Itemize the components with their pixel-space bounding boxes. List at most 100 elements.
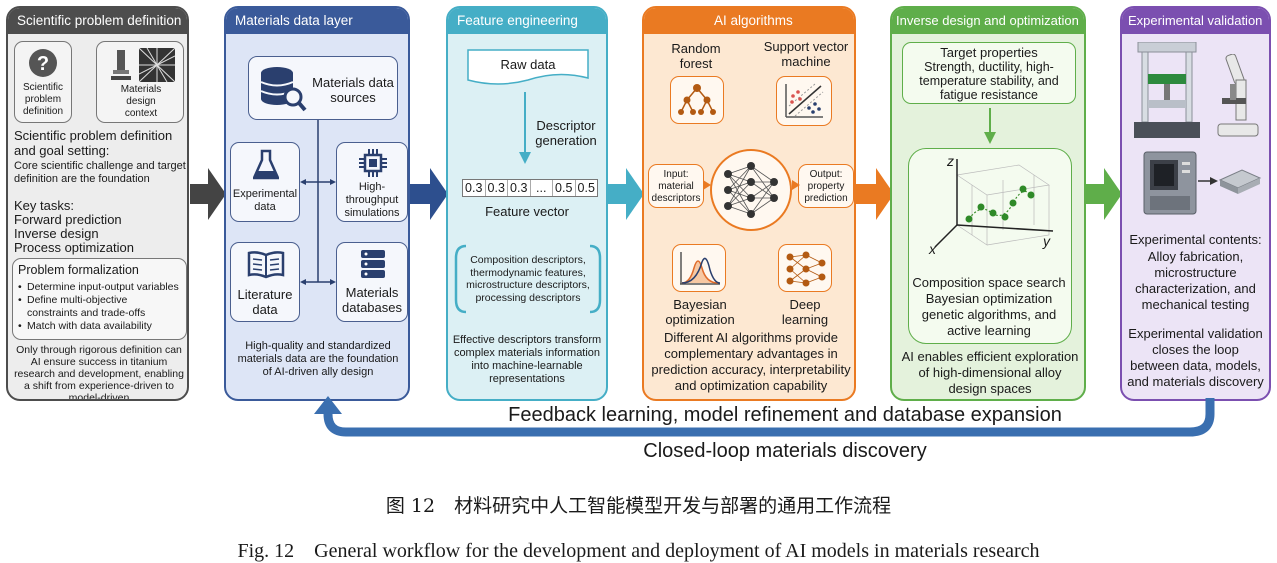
- task-inverse: Inverse design: [14, 226, 99, 241]
- formalization-item: Match with data availability: [18, 320, 181, 333]
- target-properties-box: Target properties Strength, ductility, h…: [902, 42, 1076, 104]
- pointer-arrow: [1198, 177, 1218, 185]
- design-space-box: z x y Composition space search Bayesian …: [908, 148, 1072, 344]
- feature-footer: Effective descriptors transform complex …: [452, 334, 602, 385]
- bayesian-label: Bayesian optimization: [665, 297, 735, 327]
- feature-vector-label: Feature vector: [485, 204, 569, 219]
- book-icon: [247, 251, 285, 279]
- svm-label: Support vector machine: [763, 39, 849, 69]
- feedback-label: Feedback learning, model refinement and …: [508, 404, 1062, 426]
- caption-chinese: 图 12 材料研究中人工智能模型开发与部署的通用工作流程: [385, 495, 892, 517]
- inverse-footer: AI enables efficient exploration of high…: [901, 349, 1079, 396]
- task-process: Process optimization: [14, 240, 134, 255]
- chip-icon: [359, 149, 387, 177]
- contents-text: Alloy fabrication, microstructure charac…: [1135, 249, 1256, 312]
- random-forest-label: Random forest: [671, 41, 721, 71]
- formalization-item: Define multi-objective constraints and t…: [18, 294, 181, 320]
- neural-network-icon: [710, 149, 792, 231]
- panel-feature-engineering: Feature engineering Raw data Descriptor …: [446, 6, 608, 401]
- data-sources-box: Materials data sources: [248, 56, 398, 120]
- vector-cell: 0.5: [577, 181, 595, 195]
- target-text: Strength, ductility, high-temperature st…: [919, 60, 1059, 102]
- design-space-plot: [934, 159, 1054, 248]
- furnace-icon: [1143, 151, 1197, 215]
- flow-arrow-4: [856, 168, 894, 220]
- data-sources-label: Materials data sources: [312, 75, 394, 105]
- flask-icon: [253, 149, 279, 180]
- scatter-icon: [785, 83, 824, 118]
- panel-problem-definition: Scientific problem definition ? Scientif…: [6, 6, 189, 401]
- microscope-icon: [1217, 54, 1259, 137]
- problem-icon-label: Scientific problem definition: [22, 82, 64, 117]
- vector-cell: ...: [531, 180, 553, 196]
- output-box: Output: property prediction: [798, 164, 854, 208]
- context-icon-box: Materials design context: [96, 41, 184, 123]
- panel-header: Feature engineering: [448, 8, 606, 34]
- problem-footer: Only through rigorous definition can AI …: [14, 344, 184, 401]
- databases-box: Materials databases: [336, 242, 408, 322]
- methods-text: Composition space search Bayesian optimi…: [912, 275, 1066, 338]
- input-label: Input: material descriptors: [651, 169, 701, 204]
- svg-text:?: ?: [37, 53, 49, 75]
- panel-header: Inverse design and optimization: [892, 8, 1084, 34]
- flow-arrow-3: [606, 168, 644, 220]
- axis-z-label: z: [947, 153, 954, 169]
- goal-text: Core scientific challenge and target def…: [14, 160, 186, 185]
- distribution-icon: [680, 252, 721, 285]
- feedback-loop-arrow: [314, 396, 1215, 437]
- microstructure-icon: [139, 48, 175, 82]
- microscope-icon: [111, 50, 131, 80]
- vector-cell: 0.3: [463, 180, 486, 196]
- experimental-data-box: Experimental data: [230, 142, 300, 222]
- svm-box: [776, 76, 832, 126]
- panel-data-layer: Materials data layer Materials data sour…: [224, 6, 410, 401]
- formalization-item: Determine input-output variables: [18, 281, 181, 294]
- flow-arrow-1: [190, 168, 226, 220]
- testing-machine-icon: [1134, 42, 1200, 138]
- simulations-label: High-throughput simulations: [344, 181, 400, 219]
- question-icon: ?: [29, 49, 57, 77]
- input-box: Input: material descriptors: [648, 164, 704, 208]
- exp-footer: Experimental validation closes the loop …: [1127, 326, 1264, 389]
- ai-footer: Different AI algorithms provide compleme…: [651, 330, 851, 393]
- panel-header: AI algorithms: [644, 8, 854, 34]
- output-label: Output: property prediction: [804, 169, 848, 204]
- random-forest-box: [670, 76, 724, 124]
- flow-arrow-5: [1086, 168, 1122, 220]
- axis-y-label: y: [1043, 233, 1050, 249]
- vector-cell: 0.5: [553, 180, 576, 196]
- vector-cell: 0.3: [486, 180, 508, 196]
- goal-title: Scientific problem definition and goal s…: [14, 128, 173, 158]
- descriptor-arrow: [519, 92, 531, 164]
- data-connectors: [300, 120, 336, 285]
- tree-icon: [678, 84, 716, 115]
- flow-arrow-2: [410, 168, 448, 220]
- deep-learning-box: [778, 244, 832, 292]
- descriptor-generation-label: Descriptor generation: [535, 118, 597, 148]
- databases-label: Materials databases: [342, 285, 402, 315]
- link-arrow: [703, 180, 711, 190]
- caption-english: Fig. 12 General workflow for the develop…: [237, 540, 1040, 562]
- data-footer: High-quality and standardized materials …: [237, 340, 399, 378]
- contents-title: Experimental contents:: [1129, 232, 1262, 247]
- descriptor-bracket: [454, 244, 602, 314]
- experimental-data-label: Experimental data: [232, 188, 298, 213]
- raw-data-label: Raw data: [500, 57, 556, 72]
- context-icon-label: Materials design context: [120, 84, 162, 119]
- panel-inverse-design: Inverse design and optimization Target p…: [890, 6, 1086, 401]
- descriptor-list: Composition descriptors, thermodynamic f…: [466, 254, 590, 304]
- panel-ai-algorithms: AI algorithms Random forest Support vect…: [642, 6, 856, 401]
- feature-vector: 0.3 0.3 0.3 ... 0.5 0.5: [462, 179, 598, 197]
- bayesian-box: [672, 244, 726, 292]
- vector-cell: 0.3: [508, 180, 531, 196]
- panel-experimental-validation: Experimental validation Experimental con…: [1120, 6, 1271, 401]
- link-arrow: [792, 180, 800, 190]
- alloy-sample-icon: [1218, 169, 1262, 194]
- simulations-box: High-throughput simulations: [336, 142, 408, 222]
- server-icon: [361, 250, 385, 278]
- deep-network-icon: [786, 251, 826, 287]
- panel-header: Scientific problem definition: [8, 8, 187, 34]
- target-title: Target properties: [940, 45, 1038, 60]
- panel-header: Experimental validation: [1122, 8, 1269, 34]
- problem-icon-box: ? Scientific problem definition: [14, 41, 72, 123]
